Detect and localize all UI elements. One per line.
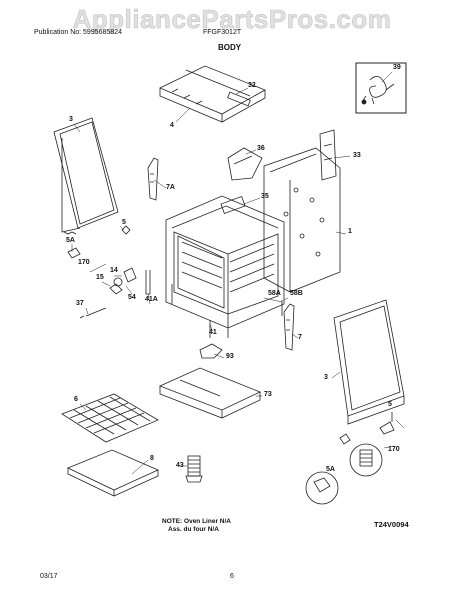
- burner-baffle: [199, 343, 223, 359]
- footer-date: 03/17: [40, 573, 58, 580]
- oven-bottom: [158, 367, 261, 419]
- diagram-title: BODY: [218, 43, 242, 52]
- callout-58B: 58B: [290, 290, 303, 297]
- footer-page-number: 6: [230, 573, 234, 580]
- callout-41A: 41A: [145, 296, 158, 303]
- callout-41: 41: [209, 329, 217, 336]
- diagram-code: T24V0094: [374, 520, 409, 529]
- callout-5A-right: 5A: [326, 466, 335, 473]
- note-line-2: Ass. du four N/A: [168, 526, 219, 533]
- callout-5A-left: 5A: [66, 237, 75, 244]
- callout-5-right: 5: [388, 401, 392, 408]
- callout-170-left: 170: [78, 259, 90, 266]
- callout-14: 14: [110, 267, 118, 274]
- top-panel: [159, 65, 266, 123]
- callout-3-right: 3: [324, 374, 328, 381]
- rear-panel: [263, 147, 341, 293]
- callout-7: 7: [298, 334, 302, 341]
- publication-number: Publication No: 5995685824: [34, 29, 122, 36]
- leveling-leg: [185, 455, 203, 483]
- callout-73: 73: [264, 391, 272, 398]
- callout-1: 1: [348, 228, 352, 235]
- small-parts-left: [67, 225, 211, 338]
- oven-rack: [61, 393, 159, 443]
- callout-37: 37: [76, 300, 84, 307]
- callout-93: 93: [226, 353, 234, 360]
- callout-39: 39: [393, 64, 401, 71]
- broiler-pan: [67, 449, 159, 497]
- hinge-left-upper: [147, 157, 159, 201]
- callout-15: 15: [96, 274, 104, 281]
- leader-lines: [71, 71, 405, 475]
- side-panel-right: [333, 299, 405, 425]
- anti-tip-detail: [305, 412, 395, 505]
- watermark: AppliancePartsPros.com: [72, 4, 392, 35]
- model-number: FFGF3012T: [203, 29, 242, 36]
- oven-cavity: [165, 195, 285, 338]
- callout-54: 54: [128, 294, 136, 301]
- vent-duct: [227, 147, 263, 181]
- callout-35: 35: [261, 193, 269, 200]
- callout-58A: 58A: [268, 290, 281, 297]
- hinge-right-lower: [283, 303, 295, 351]
- callout-4: 4: [170, 122, 174, 129]
- callout-33: 33: [353, 152, 361, 159]
- callout-3-left: 3: [69, 116, 73, 123]
- callout-43: 43: [176, 462, 184, 469]
- callout-5-left: 5: [122, 219, 126, 226]
- callout-32: 32: [248, 82, 256, 89]
- callout-6: 6: [74, 396, 78, 403]
- note-line-1: NOTE: Oven Liner N/A: [162, 518, 231, 525]
- wire-harness-inset: [355, 62, 407, 114]
- callout-8: 8: [150, 455, 154, 462]
- vent-bracket: [319, 129, 337, 181]
- side-panel-left: [53, 117, 119, 235]
- callout-170-right: 170: [388, 446, 400, 453]
- callout-7A: 7A: [166, 184, 175, 191]
- callout-36: 36: [257, 145, 265, 152]
